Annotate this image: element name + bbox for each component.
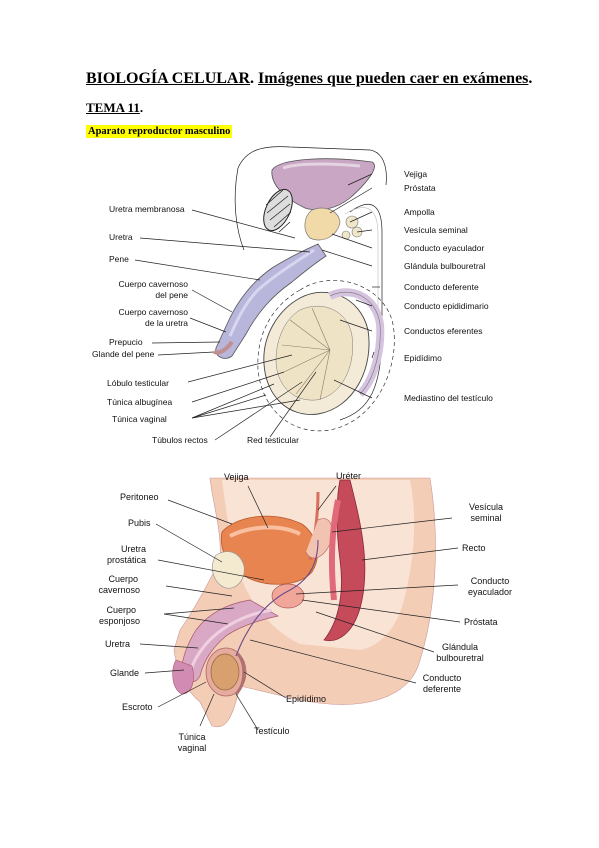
fig2-label-pubis: Pubis: [128, 518, 151, 528]
fig1-label-conducto-deferente: Conducto deferente: [404, 282, 479, 292]
fig1-label-lobulo-testicular: Lóbulo testicular: [107, 378, 169, 388]
fig2-label-esponjoso: esponjoso: [99, 616, 140, 626]
fig1-label-vesicula-seminal: Vesícula seminal: [404, 225, 468, 235]
fig1-label-cuerpo-cavernoso-2: Cuerpo cavernoso: [119, 307, 189, 317]
figure1-labels-bottom: Túbulos rectos Red testicular: [152, 435, 299, 445]
fig2-label-cuerpo-2: Cuerpo: [106, 605, 136, 615]
fig1-label-uretra-membranosa: Uretra membranosa: [109, 204, 185, 214]
fig2-label-testiculo: Testículo: [254, 726, 290, 736]
fig2-label-eyaculador: eyaculador: [468, 587, 512, 597]
fig1-label-glandula-bulbouretral: Glándula bulbouretral: [404, 261, 485, 271]
fig2-label-uretra-2: Uretra: [105, 639, 130, 649]
figure1-illustration: [213, 146, 395, 432]
fig2-label-prostatica: prostática: [107, 555, 146, 565]
fig1-label-epididimo: Epidídimo: [404, 353, 442, 363]
figure2-illustration: [172, 477, 436, 728]
figure1-labels-left: Uretra membranosa Uretra Pene Cuerpo cav…: [92, 204, 188, 424]
fig1-label-conducto-epididimario: Conducto epididimario: [404, 301, 489, 311]
fig2-label-conducto-1: Conducto: [471, 576, 510, 586]
fig1-label-prostata: Próstata: [404, 183, 436, 193]
fig1-label-mediastino: Mediastino del testículo: [404, 393, 493, 403]
fig1-label-conductos-eferentes: Conductos eferentes: [404, 326, 482, 336]
fig1-label-tubulos-rectos: Túbulos rectos: [152, 435, 208, 445]
title-bold: BIOLOGÍA CELULAR: [86, 70, 251, 87]
document-title: BIOLOGÍA CELULAR. Imágenes que pueden ca…: [86, 70, 533, 87]
figure2-labels-top: Vejiga Uréter: [224, 471, 361, 482]
fig2-label-recto: Recto: [462, 543, 486, 553]
fig1-label-vejiga: Vejiga: [404, 169, 427, 179]
figure2-labels-left: Peritoneo Pubis Uretra prostática Cuerpo…: [98, 492, 326, 753]
fig2-label-tunica: Túnica: [178, 732, 205, 742]
fig2-label-prostata: Próstata: [464, 617, 498, 627]
fig2-label-escroto: Escroto: [122, 702, 153, 712]
fig2-label-peritoneo: Peritoneo: [120, 492, 159, 502]
fig1-label-pene: Pene: [109, 254, 129, 264]
fig1-label-prepucio: Prepucio: [109, 337, 143, 347]
fig1-label-uretra: Uretra: [109, 232, 133, 242]
section-label: Aparato reproductor masculino: [86, 125, 233, 138]
fig1-label-de-la-uretra: de la uretra: [145, 318, 188, 328]
fig2-label-conducto-2: Conducto: [423, 673, 462, 683]
figure1-leader-lines: [134, 173, 380, 441]
fig2-label-vesicula: Vesícula: [469, 502, 503, 512]
fig2-label-uretra-1: Uretra: [121, 544, 146, 554]
fig2-label-bulbouretral: bulbouretral: [436, 653, 484, 663]
fig1-label-glande-del-pene: Glande del pene: [92, 349, 155, 359]
fig1-label-red-testicular: Red testicular: [247, 435, 299, 445]
fig1-label-tunica-albuginea: Túnica albugínea: [107, 397, 172, 407]
fig1-label-tunica-vaginal: Túnica vaginal: [112, 414, 167, 424]
fig2-label-glande: Glande: [110, 668, 139, 678]
tema-heading: TEMA 11.: [86, 100, 144, 115]
fig2-label-epididimo: Epidídimo: [286, 694, 326, 704]
fig2-label-vejiga: Vejiga: [224, 472, 249, 482]
tema-label: TEMA 11: [86, 100, 140, 115]
fig1-label-cuerpo-cavernoso-1: Cuerpo cavernoso: [119, 279, 189, 289]
figure1-labels-right: Vejiga Próstata Ampolla Vesícula seminal…: [404, 169, 493, 403]
fig1-label-conducto-eyaculador: Conducto eyaculador: [404, 243, 485, 253]
fig2-label-cavernoso: cavernoso: [98, 585, 140, 595]
fig2-label-glandula: Glándula: [442, 642, 478, 652]
fig2-label-vaginal: vaginal: [178, 743, 207, 753]
fig1-label-ampolla: Ampolla: [404, 207, 435, 217]
fig2-label-cuerpo-1: Cuerpo: [108, 574, 138, 584]
figure2-labels-right: Vesícula seminal Recto Conducto eyaculad…: [423, 502, 512, 694]
fig1-label-del-pene: del pene: [155, 290, 188, 300]
fig2-label-ureter: Uréter: [336, 471, 361, 481]
fig2-label-seminal: seminal: [470, 513, 501, 523]
title-rest: Imágenes que pueden caer en exámenes: [258, 70, 529, 87]
figure2-leader-lines: [139, 485, 461, 731]
fig2-label-deferente: deferente: [423, 684, 461, 694]
